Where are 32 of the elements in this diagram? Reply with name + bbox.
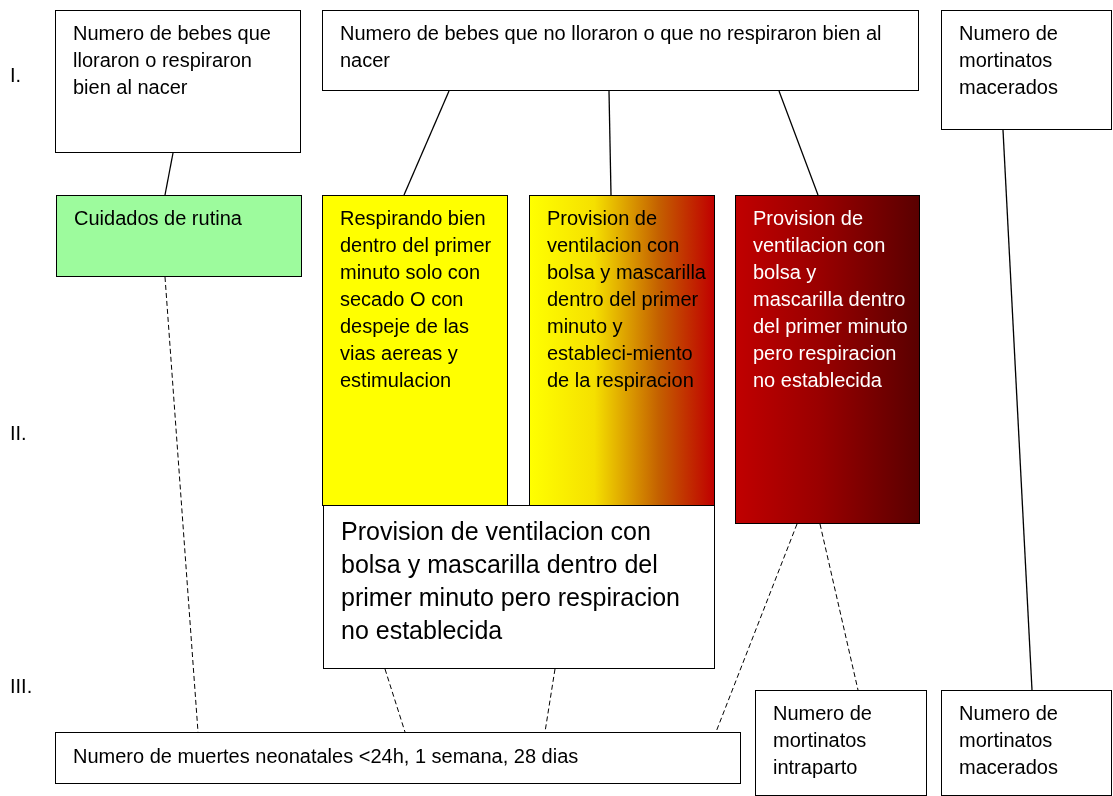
connector-line xyxy=(403,90,450,196)
level-label: III. xyxy=(10,675,33,698)
node-text: Respirando bien dentro del primer minuto solo con secado O con despeje de las vias aereas y estimulacion xyxy=(340,206,493,393)
process-box xyxy=(941,10,1112,130)
node-text: Numero de mortinatos macerados xyxy=(959,21,1059,100)
dashed-connector xyxy=(384,668,406,733)
level-label: II. xyxy=(10,422,27,445)
node-text: Numero de mortinatos macerados xyxy=(959,701,1059,780)
process-box xyxy=(529,195,715,506)
node-text: Provision de ventilacion con bolsa y mascarilla dentro del primer minuto pero respiracion no establecida xyxy=(341,516,682,646)
node-text: Numero de bebes que lloraron o respiraron bien al nacer xyxy=(73,21,272,100)
process-box xyxy=(56,195,302,277)
process-box xyxy=(55,732,741,784)
process-box xyxy=(755,690,927,796)
node-text: Numero de mortinatos intraparto xyxy=(773,701,873,780)
process-box xyxy=(55,10,301,153)
node-text: Numero de bebes que no lloraron o que no respiraron bien al nacer xyxy=(340,21,883,73)
dashed-connector xyxy=(819,523,859,691)
process-box xyxy=(941,690,1112,796)
node-text: Cuidados de rutina xyxy=(74,206,243,231)
process-box xyxy=(322,10,919,91)
connector-line xyxy=(1002,129,1033,691)
process-box xyxy=(322,195,508,506)
connector-line xyxy=(164,152,174,196)
connector-line xyxy=(778,90,819,196)
connector-line xyxy=(608,90,612,196)
dashed-connector xyxy=(715,523,798,733)
node-text: Numero de muertes neonatales <24h, 1 semana, 28 dias xyxy=(73,744,580,769)
process-box xyxy=(735,195,920,524)
process-box xyxy=(323,505,715,669)
level-label: I. xyxy=(10,64,22,87)
node-text: Provision de ventilacion con bolsa y mascarilla dentro del primer minuto pero respiracion no establecida xyxy=(753,206,909,393)
